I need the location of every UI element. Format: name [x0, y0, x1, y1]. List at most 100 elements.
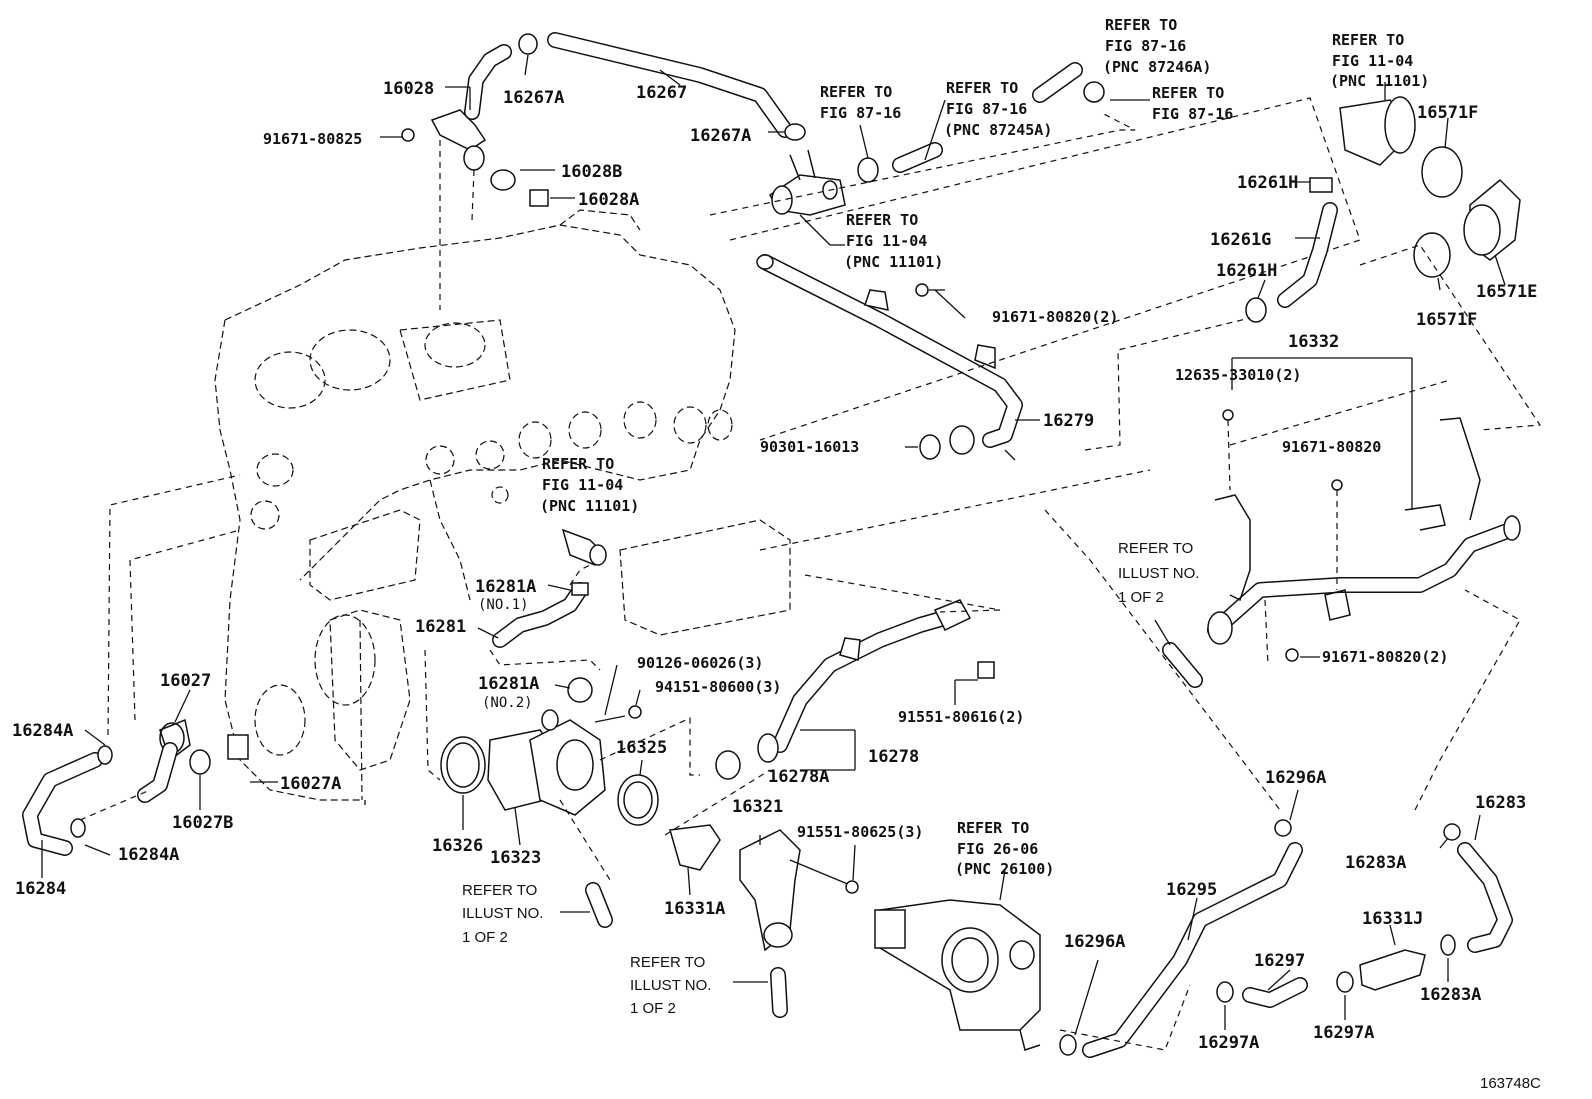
- oil-cooler-hoses: [477, 469, 1151, 703]
- label-16325: 16325: [616, 738, 667, 758]
- label-no2: (NO.2): [482, 695, 533, 711]
- ref-fig8716-d: REFER TO FIG 87-16 (PNC 87245A): [944, 79, 1052, 139]
- gasket-16326: [440, 736, 486, 794]
- label-16027: 16027: [160, 671, 211, 691]
- bolt-16028A: [529, 189, 549, 207]
- label-16278A: 16278A: [768, 767, 829, 787]
- label-16267A-mid: 16267A: [690, 126, 751, 146]
- ref-illust-mid: REFER TO ILLUST NO. 1 OF 2: [462, 882, 548, 946]
- label-91671-80820: 91671-80820: [1282, 438, 1381, 456]
- label-16284A-bot: 16284A: [118, 845, 179, 865]
- clamp-16267A-mid: [784, 123, 806, 141]
- thermostat-housing-group: [424, 649, 859, 1018]
- label-16028: 16028: [383, 79, 434, 99]
- refer-notes: REFER TO FIG 87-16 (PNC 87246A) REFER TO…: [462, 16, 1429, 1017]
- engine-block-outline: [214, 209, 791, 805]
- label-16297A-right: 16297A: [1313, 1023, 1374, 1043]
- ref-fig1104-b: REFER TO FIG 11-04 (PNC 11101): [844, 211, 943, 271]
- label-16283A-bot: 16283A: [1420, 985, 1481, 1005]
- label-16571F-top: 16571F: [1417, 103, 1478, 123]
- label-16261H-top: 16261H: [1237, 173, 1298, 193]
- label-16297: 16297: [1254, 951, 1305, 971]
- clamp-16027B: [189, 749, 211, 775]
- bracket-16028: [430, 109, 487, 151]
- label-no1: (NO.1): [478, 597, 529, 613]
- label-16323: 16323: [490, 848, 541, 868]
- clamp-16297A-left: [1216, 981, 1234, 1003]
- water-bypass-pipe-16279: [729, 97, 1361, 461]
- ref-fig1104-a: REFER TO FIG 11-04 (PNC 11101): [1330, 31, 1429, 90]
- ref-fig1104-c: REFER TO FIG 11-04 (PNC 11101): [540, 455, 639, 515]
- throttle-body-group: [874, 509, 1521, 1058]
- clamp-16284A-top: [97, 745, 113, 765]
- diagram-id: 163748C: [1480, 1075, 1541, 1092]
- label-16281: 16281: [415, 617, 466, 637]
- clamp-16283A-bot: [1440, 934, 1456, 956]
- water-pipe-16278: [715, 574, 1001, 780]
- label-16331A: 16331A: [664, 899, 725, 919]
- bolt-91671-80825: [401, 128, 415, 142]
- label-16295: 16295: [1166, 880, 1217, 900]
- label-16261H-mid: 16261H: [1216, 261, 1277, 281]
- label-91671-80825: 91671-80825: [263, 130, 362, 148]
- label-16296A-top: 16296A: [1265, 768, 1326, 788]
- label-16332: 16332: [1288, 332, 1339, 352]
- ref-fig8716-c: REFER TO FIG 87-16: [820, 83, 901, 122]
- ref-fig8716-b: REFER TO FIG 87-16: [1152, 84, 1233, 123]
- label-16331J: 16331J: [1362, 909, 1423, 929]
- label-12635-33010-2: 12635-33010(2): [1175, 366, 1301, 384]
- ref-fig8716-a: REFER TO FIG 87-16 (PNC 87246A): [1103, 16, 1211, 76]
- label-16571E: 16571E: [1476, 282, 1537, 302]
- label-16296A-bot: 16296A: [1064, 932, 1125, 952]
- left-hose-group: [22, 474, 278, 878]
- clamp-16284A-bot: [70, 818, 86, 838]
- water-pipe-16332: [1084, 317, 1521, 688]
- valve-16331J: [1359, 949, 1426, 991]
- breather-hose-group: [401, 32, 846, 216]
- clamp-16297A-right: [1336, 971, 1354, 993]
- ref-illust-right: REFER TO ILLUST NO. 1 OF 2: [1118, 540, 1204, 606]
- label-16283: 16283: [1475, 793, 1526, 813]
- label-16283A-top: 16283A: [1345, 853, 1406, 873]
- label-16281A-no1: 16281A: [475, 577, 536, 597]
- label-16326: 16326: [432, 836, 483, 856]
- o-ring-16278A: [715, 750, 741, 780]
- label-16278: 16278: [868, 747, 919, 767]
- label-91671-80820-2-right: 91671-80820(2): [1322, 648, 1448, 666]
- label-90301-16013: 90301-16013: [760, 438, 859, 456]
- label-91551-80625-3: 91551-80625(3): [797, 823, 923, 841]
- label-91671-80820-2-top: 91671-80820(2): [992, 308, 1118, 326]
- label-16297A-left: 16297A: [1198, 1033, 1259, 1053]
- clamp-16028B: [490, 169, 516, 191]
- clamp-16261H-mid: [1245, 297, 1267, 323]
- clamp-16283A-top: [1443, 823, 1461, 841]
- label-16281A-no2: 16281A: [478, 674, 539, 694]
- label-16267: 16267: [636, 83, 687, 103]
- leaders-top-left: [380, 54, 845, 310]
- label-16321: 16321: [732, 797, 783, 817]
- label-16279: 16279: [1043, 411, 1094, 431]
- o-ring-90301-16013: [919, 434, 941, 460]
- thermostat-16331A: [669, 824, 721, 871]
- clamp-16296A-bot: [1059, 1034, 1077, 1056]
- clamp-16571F-top: [1421, 146, 1463, 198]
- label-90126-06026-3: 90126-06026(3): [637, 654, 763, 672]
- ref-fig2606: REFER TO FIG 26-06 (PNC 26100): [955, 819, 1054, 878]
- label-91551-80616-2: 91551-80616(2): [898, 708, 1024, 726]
- radiator-hose-group: [1245, 82, 1542, 431]
- label-94151-80600-3: 94151-80600(3): [655, 678, 781, 696]
- label-16027B: 16027B: [172, 813, 233, 833]
- clamp-16267A-top: [518, 33, 538, 55]
- clamp-16281A-no2: [567, 677, 593, 703]
- clamp-16296A-top: [1274, 819, 1292, 837]
- label-16284A-top: 16284A: [12, 721, 73, 741]
- label-16267A-top: 16267A: [503, 88, 564, 108]
- clamp-16261H-top: [1309, 177, 1333, 193]
- label-16028A: 16028A: [578, 190, 639, 210]
- label-16261G: 16261G: [1210, 230, 1271, 250]
- label-16284: 16284: [15, 879, 66, 899]
- ref-illust-bot: REFER TO ILLUST NO. 1 OF 2: [630, 954, 716, 1017]
- part-labels: 16028 16267A 16267 16267A 91671-80825 16…: [12, 79, 1537, 1053]
- clamp-16571F-bot: [1413, 232, 1451, 278]
